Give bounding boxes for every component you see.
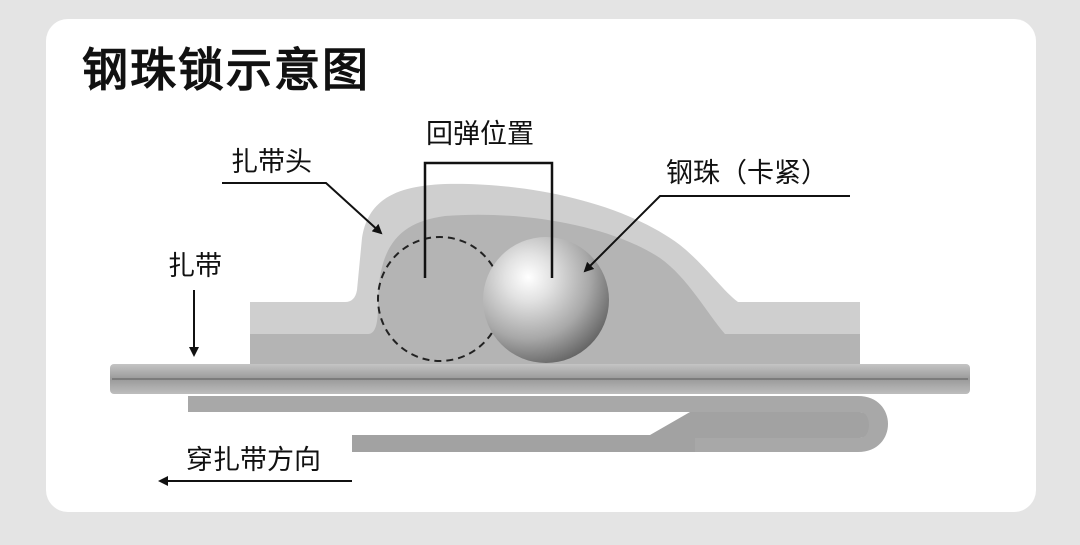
cable-tie-label: 扎带 bbox=[168, 251, 222, 282]
page-title: 钢珠锁示意图 bbox=[82, 43, 370, 97]
insertion-direction-label: 穿扎带方向 bbox=[186, 445, 321, 476]
steel-ball-label: 钢珠（卡紧） bbox=[666, 158, 828, 189]
rebound-position-label: 回弹位置 bbox=[426, 119, 534, 150]
lower-strap-return bbox=[352, 412, 872, 452]
rebound-position-bracket bbox=[423, 161, 554, 278]
tie-head-label: 扎带头 bbox=[231, 147, 312, 178]
strap-loop-bend bbox=[188, 396, 888, 452]
steel-ball-leader-line bbox=[583, 195, 850, 273]
tie-head-leader-line bbox=[222, 182, 383, 235]
steel-ball bbox=[483, 237, 609, 363]
